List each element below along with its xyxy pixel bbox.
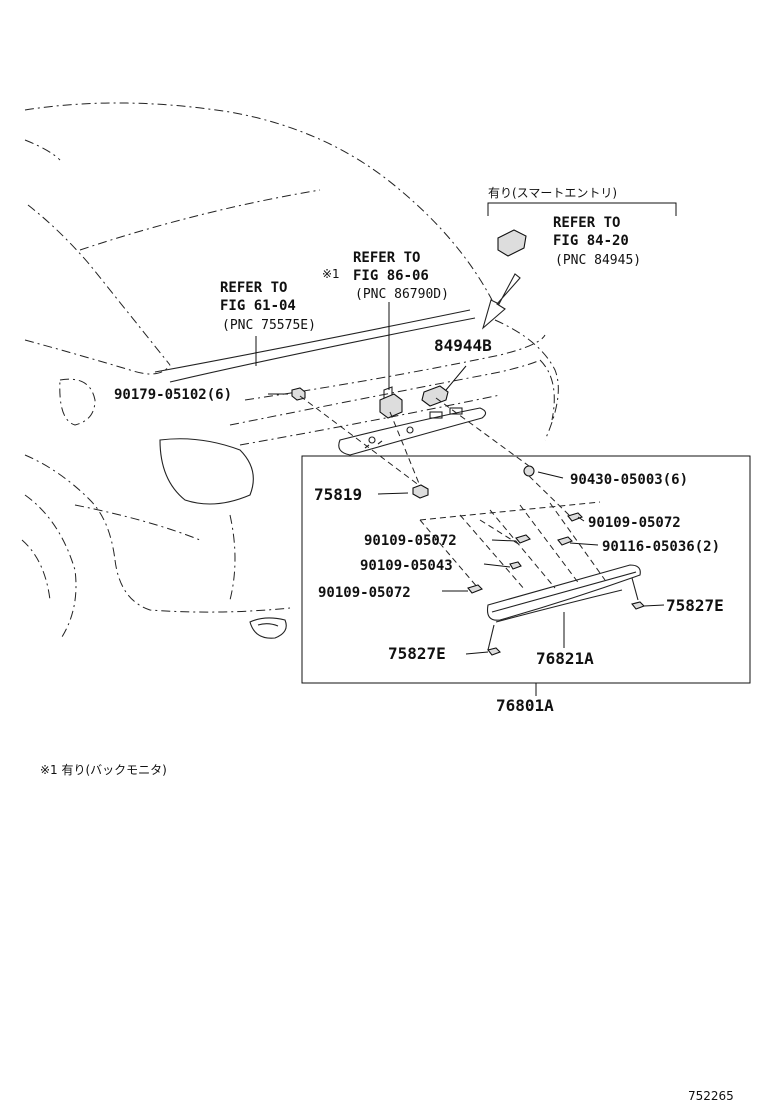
footnote: ※1 有り(バックモニタ) xyxy=(40,763,167,777)
bolt-90109-c xyxy=(467,584,483,594)
refer-c-header: 有り(スマートエントリ) xyxy=(488,186,617,200)
subassembly-frame xyxy=(301,455,751,684)
part-label-90179: 90179-05102(6) xyxy=(114,387,232,403)
assembly-lines xyxy=(299,395,606,591)
garnish-76821A xyxy=(486,564,641,651)
cap-75827E-left xyxy=(487,647,501,656)
refer-a-line2: FIG 61-04 xyxy=(220,298,296,314)
part-label-76801A: 76801A xyxy=(496,696,554,715)
part-label-90109-043: 90109-05043 xyxy=(360,558,453,574)
cap-75827E-right xyxy=(631,601,645,610)
part-label-75827E-right: 75827E xyxy=(666,596,724,615)
part-label-75827E-left: 75827E xyxy=(388,644,446,663)
refer-b-line3: (PNC 86790D) xyxy=(355,287,449,302)
refer-c-line1: REFER TO xyxy=(553,215,620,231)
refer-callout-84-20: 有り(スマートエントリ) REFER TO FIG 84-20 (PNC 849… xyxy=(488,186,641,268)
refer-b-mark: ※1 xyxy=(322,267,340,281)
refer-a-line1: REFER TO xyxy=(220,280,287,296)
clip-75819 xyxy=(412,484,429,499)
smart-entry-bracket xyxy=(487,202,677,216)
refer-b-line1: REFER TO xyxy=(353,250,420,266)
refer-c-line2: FIG 84-20 xyxy=(553,233,629,249)
arrow-icon xyxy=(481,273,521,330)
bolt-90116 xyxy=(557,536,573,546)
refer-callout-61-04: REFER TO FIG 61-04 (PNC 75575E) xyxy=(220,280,316,333)
bolt-90109-a xyxy=(567,512,583,522)
refer-a-line3: (PNC 75575E) xyxy=(222,318,316,333)
garnish-sketch xyxy=(338,407,487,456)
refer-c-line3: (PNC 84945) xyxy=(555,253,641,268)
leader-lines xyxy=(255,302,665,696)
vehicle-outline xyxy=(21,102,559,641)
part-label-84944B: 84944B xyxy=(434,336,492,355)
refer-callout-86-06: ※1 REFER TO FIG 86-06 (PNC 86790D) xyxy=(322,250,449,302)
camera-assembly xyxy=(379,386,403,419)
refer-b-line2: FIG 86-06 xyxy=(353,268,429,284)
part-label-90109-a: 90109-05072 xyxy=(588,515,681,531)
part-label-75819: 75819 xyxy=(314,485,362,504)
part-label-76821A: 76821A xyxy=(536,649,594,668)
nut-90430 xyxy=(523,465,535,477)
bolt-90109-b xyxy=(515,534,531,544)
part-label-90109-b: 90109-05072 xyxy=(364,533,457,549)
part-label-90430: 90430-05003(6) xyxy=(570,472,688,488)
part-label-90109-c: 90109-05072 xyxy=(318,585,411,601)
part-label-90116: 90116-05036(2) xyxy=(602,539,720,555)
switch-assembly-smart-entry xyxy=(497,229,527,257)
bolt-90109-043 xyxy=(509,561,522,570)
switch-assembly-84944B xyxy=(421,385,449,407)
figure-id: 752265 xyxy=(688,1089,734,1103)
